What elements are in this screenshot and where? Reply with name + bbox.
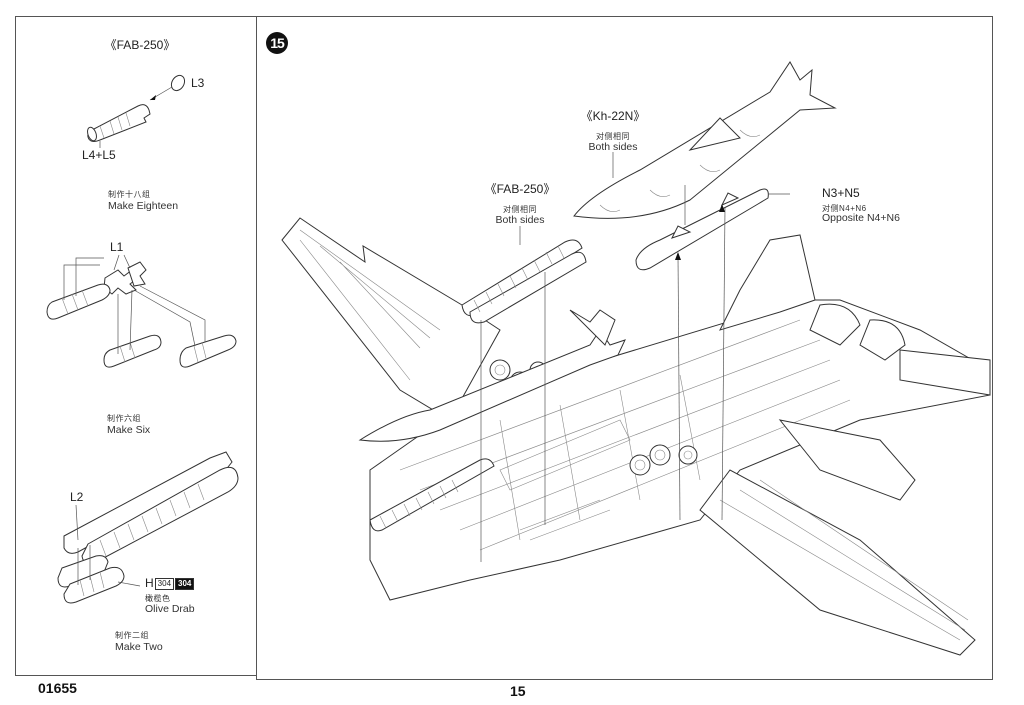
color-code-badge: 304 <box>154 577 175 590</box>
part-label-l3: L3 <box>191 76 205 90</box>
quantity-cn-six: 制作六组 <box>107 414 141 423</box>
floating-fab-rack <box>461 226 587 562</box>
callout-kh22n-note-en: Both sides <box>588 141 638 153</box>
color-name-cn: 橄榄色 <box>145 594 171 603</box>
page-number: 15 <box>510 683 526 699</box>
callout-kh22n-title: 《Kh-22N》 <box>580 109 646 123</box>
part-label-l4-l5: L4+L5 <box>82 148 116 162</box>
aircraft-drawing <box>281 217 991 656</box>
quantity-cn-two: 制作二组 <box>115 631 149 640</box>
color-code-badge-dark: 304 <box>175 577 195 590</box>
arrow-up-icon <box>719 204 725 212</box>
fab250-bomb-drawing <box>87 74 186 148</box>
l1-rack-drawing <box>46 254 237 368</box>
mounted-fab-racks <box>369 458 495 532</box>
arrow-icon <box>150 95 156 100</box>
main-panel-frame <box>256 16 993 680</box>
step-number-circle-icon: 15 <box>266 32 288 54</box>
l2-multi-rack-drawing <box>57 451 239 604</box>
callout-pylon-note-cn: 对侧N4+N6 <box>822 204 867 213</box>
callout-fab250-title: 《FAB-250》 <box>484 182 556 196</box>
callout-fab250-note-en: Both sides <box>495 214 545 226</box>
callout-fab250-note-cn: 对侧相同 <box>503 205 537 214</box>
quantity-make-eighteen: Make Eighteen <box>108 200 179 212</box>
arrow-up-icon <box>675 252 681 260</box>
fin-cap-l3 <box>170 74 186 92</box>
paint-part-label: H <box>145 576 154 590</box>
part-label-l1: L1 <box>110 240 124 254</box>
product-code: 01655 <box>38 680 77 696</box>
color-name-en: Olive Drab <box>145 603 195 615</box>
callout-pylon-note-en: Opposite N4+N6 <box>822 212 900 224</box>
callout-pylon-title: N3+N5 <box>822 186 860 200</box>
floating-kh22n-missile <box>573 61 837 225</box>
part-label-l2: L2 <box>70 490 84 504</box>
quantity-make-two: Make Two <box>115 641 163 653</box>
fab250-title: 《FAB-250》 <box>104 38 176 52</box>
quantity-cn-eighteen: 制作十八组 <box>108 190 151 199</box>
callout-kh22n-note-cn: 对侧相同 <box>596 132 630 141</box>
kh22-mounted-missile <box>358 309 626 442</box>
quantity-make-six: Make Six <box>107 424 151 436</box>
floating-pylon <box>635 188 790 521</box>
